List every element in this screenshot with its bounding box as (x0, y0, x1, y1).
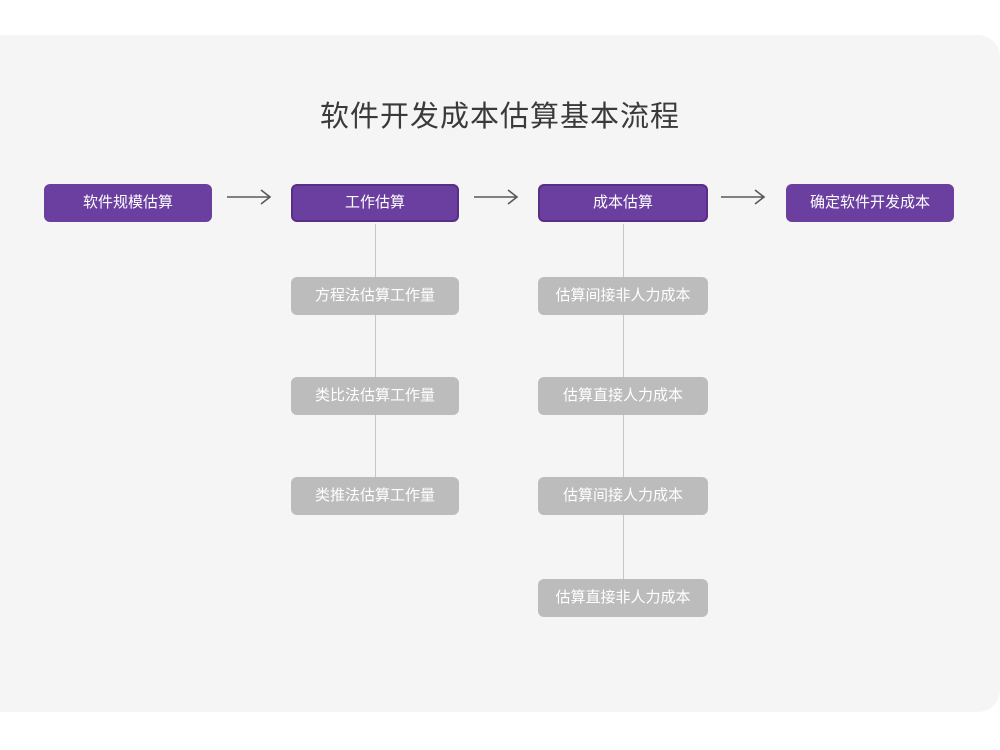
sub-step-equation-method-effort[interactable]: 方程法估算工作量 (291, 277, 459, 315)
sub-step-direct-non-labor-cost[interactable]: 估算直接非人力成本 (538, 579, 708, 617)
stage-box-effort-estimation[interactable]: 工作估算 (291, 184, 459, 222)
diagram-card (0, 35, 1000, 712)
sub-step-analogy-method-effort[interactable]: 类比法估算工作量 (291, 377, 459, 415)
page-title: 软件开发成本估算基本流程 (319, 101, 680, 133)
connector-line-branch-1 (375, 224, 376, 498)
arrow-stage-1-to-2 (225, 186, 279, 208)
sub-step-indirect-non-labor-cost[interactable]: 估算间接非人力成本 (538, 277, 708, 315)
stage-box-determine-development-cost[interactable]: 确定软件开发成本 (786, 184, 954, 222)
sub-step-indirect-labor-cost[interactable]: 估算间接人力成本 (538, 477, 708, 515)
stage-box-software-scale-estimation[interactable]: 软件规模估算 (44, 184, 212, 222)
sub-step-inference-method-effort[interactable]: 类推法估算工作量 (291, 477, 459, 515)
arrow-stage-2-to-3 (472, 186, 526, 208)
sub-step-direct-labor-cost[interactable]: 估算直接人力成本 (538, 377, 708, 415)
arrow-stage-3-to-4 (719, 186, 773, 208)
stage-box-cost-estimation[interactable]: 成本估算 (538, 184, 708, 222)
